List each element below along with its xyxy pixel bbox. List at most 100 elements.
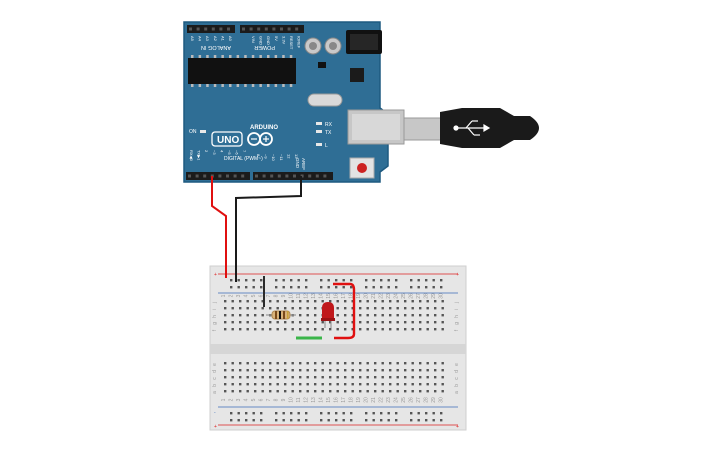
terminal-hole[interactable]: [411, 376, 414, 379]
header-hole[interactable]: [285, 174, 289, 178]
terminal-hole[interactable]: [359, 376, 362, 379]
terminal-hole[interactable]: [381, 300, 384, 303]
terminal-hole[interactable]: [344, 390, 347, 393]
rail-hole[interactable]: [275, 286, 278, 289]
rail-hole[interactable]: [417, 412, 420, 415]
terminal-hole[interactable]: [276, 390, 279, 393]
terminal-hole[interactable]: [366, 307, 369, 310]
terminal-hole[interactable]: [441, 328, 444, 331]
terminal-hole[interactable]: [239, 328, 242, 331]
rail-hole[interactable]: [237, 419, 240, 422]
terminal-hole[interactable]: [359, 307, 362, 310]
terminal-hole[interactable]: [366, 390, 369, 393]
rail-hole[interactable]: [365, 419, 368, 422]
rail-hole[interactable]: [275, 412, 278, 415]
terminal-hole[interactable]: [374, 390, 377, 393]
terminal-hole[interactable]: [381, 383, 384, 386]
header-hole[interactable]: [277, 174, 281, 178]
terminal-hole[interactable]: [381, 328, 384, 331]
terminal-hole[interactable]: [344, 321, 347, 324]
terminal-hole[interactable]: [269, 376, 272, 379]
terminal-hole[interactable]: [381, 390, 384, 393]
terminal-hole[interactable]: [359, 383, 362, 386]
terminal-hole[interactable]: [389, 328, 392, 331]
terminal-hole[interactable]: [329, 321, 332, 324]
terminal-hole[interactable]: [426, 376, 429, 379]
rail-hole[interactable]: [350, 412, 353, 415]
terminal-hole[interactable]: [246, 307, 249, 310]
terminal-hole[interactable]: [389, 321, 392, 324]
terminal-hole[interactable]: [434, 328, 437, 331]
terminal-hole[interactable]: [276, 321, 279, 324]
terminal-hole[interactable]: [419, 362, 422, 365]
terminal-hole[interactable]: [374, 383, 377, 386]
rail-hole[interactable]: [237, 286, 240, 289]
rail-hole[interactable]: [252, 286, 255, 289]
terminal-hole[interactable]: [231, 390, 234, 393]
terminal-hole[interactable]: [441, 307, 444, 310]
rail-hole[interactable]: [290, 286, 293, 289]
rail-hole[interactable]: [432, 286, 435, 289]
terminal-hole[interactable]: [336, 321, 339, 324]
terminal-hole[interactable]: [231, 300, 234, 303]
terminal-hole[interactable]: [314, 314, 317, 317]
rail-hole[interactable]: [260, 279, 263, 282]
terminal-hole[interactable]: [404, 376, 407, 379]
terminal-hole[interactable]: [411, 314, 414, 317]
terminal-hole[interactable]: [261, 328, 264, 331]
terminal-hole[interactable]: [261, 369, 264, 372]
terminal-hole[interactable]: [351, 307, 354, 310]
terminal-hole[interactable]: [434, 307, 437, 310]
terminal-hole[interactable]: [366, 369, 369, 372]
terminal-hole[interactable]: [389, 307, 392, 310]
terminal-hole[interactable]: [254, 307, 257, 310]
terminal-hole[interactable]: [411, 362, 414, 365]
terminal-hole[interactable]: [419, 300, 422, 303]
red-led[interactable]: [321, 302, 335, 328]
header-hole[interactable]: [255, 174, 258, 178]
terminal-hole[interactable]: [359, 321, 362, 324]
terminal-hole[interactable]: [441, 314, 444, 317]
rail-hole[interactable]: [260, 286, 263, 289]
rail-hole[interactable]: [252, 412, 255, 415]
terminal-hole[interactable]: [254, 328, 257, 331]
header-hole[interactable]: [264, 27, 268, 31]
terminal-hole[interactable]: [381, 314, 384, 317]
usb-cable[interactable]: [403, 108, 539, 148]
terminal-hole[interactable]: [374, 362, 377, 365]
rail-hole[interactable]: [237, 279, 240, 282]
terminal-hole[interactable]: [396, 376, 399, 379]
rail-hole[interactable]: [260, 412, 263, 415]
black-wire-gnd[interactable]: [235, 176, 302, 282]
rail-hole[interactable]: [432, 279, 435, 282]
terminal-hole[interactable]: [389, 300, 392, 303]
terminal-hole[interactable]: [411, 307, 414, 310]
terminal-hole[interactable]: [389, 369, 392, 372]
terminal-hole[interactable]: [381, 369, 384, 372]
rail-hole[interactable]: [387, 419, 390, 422]
rail-hole[interactable]: [372, 419, 375, 422]
rail-hole[interactable]: [350, 279, 353, 282]
terminal-hole[interactable]: [261, 321, 264, 324]
terminal-hole[interactable]: [396, 390, 399, 393]
header-hole[interactable]: [270, 174, 274, 178]
rail-hole[interactable]: [327, 412, 330, 415]
terminal-hole[interactable]: [426, 314, 429, 317]
rail-hole[interactable]: [380, 412, 383, 415]
terminal-hole[interactable]: [426, 300, 429, 303]
rail-hole[interactable]: [327, 419, 330, 422]
rail-hole[interactable]: [305, 286, 308, 289]
rail-hole[interactable]: [410, 419, 413, 422]
terminal-hole[interactable]: [434, 390, 437, 393]
rail-hole[interactable]: [350, 286, 353, 289]
rail-hole[interactable]: [237, 412, 240, 415]
terminal-hole[interactable]: [306, 383, 309, 386]
rail-hole[interactable]: [342, 412, 345, 415]
terminal-hole[interactable]: [351, 314, 354, 317]
terminal-hole[interactable]: [381, 307, 384, 310]
terminal-hole[interactable]: [291, 300, 294, 303]
terminal-hole[interactable]: [224, 300, 227, 303]
terminal-hole[interactable]: [246, 300, 249, 303]
terminal-hole[interactable]: [374, 300, 377, 303]
rail-hole[interactable]: [335, 286, 338, 289]
